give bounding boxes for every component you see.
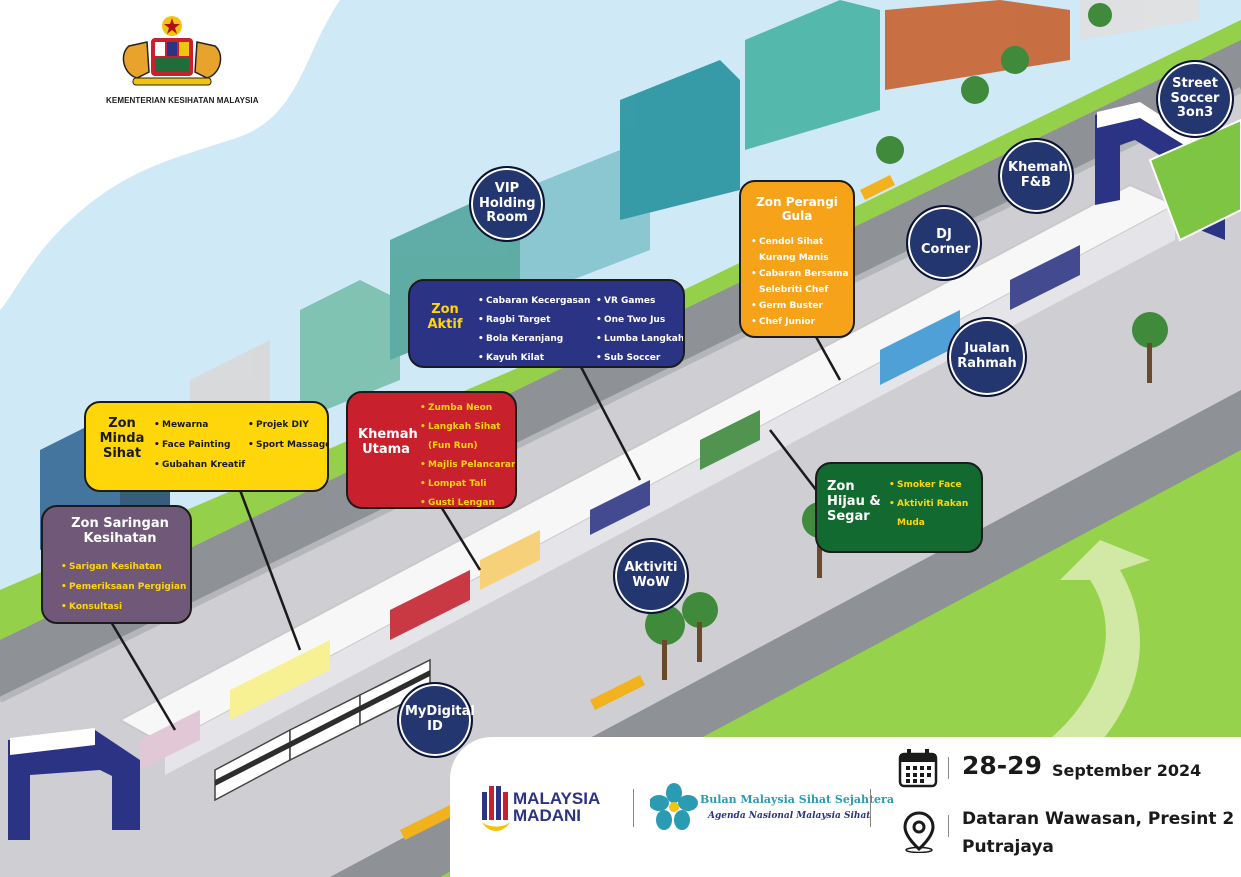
zon-saringan-item: Konsultasi: [61, 597, 186, 617]
vip-holding-room-label: VIP Holding Room: [479, 180, 536, 226]
aktiviti-wow-label: Aktiviti WoW: [624, 560, 678, 590]
zon-minda-sihat-item: Sport Massage: [248, 435, 327, 455]
zon-aktif-list-left: Cabaran Kecergasan Ragbi Target Bola Ker…: [478, 292, 590, 366]
venue-line-1: Dataran Wawasan, Presint 2: [962, 809, 1235, 829]
malaysia-madani-logo: [482, 786, 510, 831]
zon-aktif-item: Kayuh Kilat: [478, 349, 590, 366]
vip-holding-room-bubble: VIP Holding Room: [469, 166, 545, 242]
venue-divider: [948, 815, 949, 837]
khemah-fnb-label: Khemah F&B: [1008, 160, 1068, 190]
zon-saringan-title: Zon Saringan Kesihatan: [71, 516, 169, 546]
zon-aktif-callout: Zon Aktif Cabaran Kecergasan Ragbi Targe…: [408, 279, 685, 368]
event-date-days: 28-29: [962, 751, 1042, 780]
zon-perangi-gula-item: Germ Buster: [751, 298, 853, 314]
dj-corner-label: DJ Corner: [921, 227, 971, 257]
khemah-utama-item: Majlis Pelancaran: [420, 456, 515, 475]
footer-divider: [633, 789, 634, 827]
entrance-arch-right: [1095, 102, 1225, 240]
location-pin-icon: [903, 811, 935, 853]
bulan-title: Bulan Malaysia Sihat Sejahtera: [700, 793, 894, 806]
zon-aktif-item: Lumba Langkah: [596, 330, 683, 349]
venue-line-2: Putrajaya: [962, 837, 1054, 857]
calendar-icon: [898, 749, 938, 788]
zon-saringan-callout: Zon Saringan Kesihatan Sarigan Kesihatan…: [41, 505, 192, 624]
street-soccer-label: Street Soccer 3on3: [1170, 75, 1220, 121]
khemah-utama-list: Zumba Neon Langkah Sihat (Fun Run) Majli…: [420, 399, 515, 507]
benches: [400, 175, 895, 840]
footer-panel: MALAYSIA MADANI Bulan Malaysia Sihat Sej…: [450, 737, 1241, 877]
zon-aktif-list-right: VR Games One Two Jus Lumba Langkah Sub S…: [596, 292, 683, 366]
date-divider: [948, 757, 949, 779]
zon-hijau-segar-list: Smoker Face Aktiviti Rakan Muda: [889, 476, 977, 533]
khemah-utama-callout: Khemah Utama Zumba Neon Langkah Sihat (F…: [346, 391, 517, 509]
zon-minda-sihat-title: Zon Minda Sihat: [99, 416, 145, 461]
jualan-rahmah-bubble: Jualan Rahmah: [947, 317, 1027, 397]
footer-divider: [870, 789, 871, 827]
khemah-utama-item: Gusti Lengan: [420, 494, 515, 507]
zon-aktif-item: Bola Keranjang: [478, 330, 590, 349]
zon-minda-sihat-item: Face Painting: [154, 435, 245, 455]
bulan-subtitle: Agenda Nasional Malaysia Sihat: [708, 811, 871, 821]
zon-hijau-segar-item: Smoker Face: [889, 476, 977, 495]
zon-minda-sihat-item: Projek DIY: [248, 415, 327, 435]
zon-aktif-item: Ragbi Target: [478, 311, 590, 330]
zon-perangi-gula-list: Cendol Sihat Kurang Manis Cabaran Bersam…: [751, 234, 853, 330]
malaysia-madani-text: MALAYSIA MADANI: [513, 789, 600, 825]
ministry-logo: [115, 12, 230, 94]
zon-hijau-segar-item: Aktiviti Rakan Muda: [889, 495, 977, 533]
zon-minda-sihat-list-right: Projek DIY Sport Massage: [248, 415, 327, 455]
mydigital-id-label: MyDigital ID: [405, 704, 475, 734]
khemah-fnb-bubble: Khemah F&B: [998, 138, 1074, 214]
street-soccer-bubble: Street Soccer 3on3: [1156, 60, 1234, 138]
zon-aktif-item: VR Games: [596, 292, 683, 311]
zon-aktif-item: One Two Jus: [596, 311, 683, 330]
zon-hijau-segar-title: Zon Hijau & Segar: [827, 479, 881, 524]
zon-perangi-gula-item: Cendol Sihat Kurang Manis: [751, 234, 844, 266]
aktiviti-wow-bubble: Aktiviti WoW: [613, 538, 689, 614]
zon-minda-sihat-callout: Zon Minda Sihat Mewarna Face Painting Gu…: [84, 401, 329, 492]
zon-perangi-gula-title: Zon Perangi Gula: [756, 195, 838, 223]
zon-aktif-item: Sub Soccer: [596, 349, 683, 366]
zon-aktif-title: Zon Aktif: [427, 302, 463, 332]
zon-perangi-gula-callout: Zon Perangi Gula Cendol Sihat Kurang Man…: [739, 180, 855, 338]
jualan-rahmah-label: Jualan Rahmah: [957, 341, 1017, 371]
khemah-utama-item: Langkah Sihat (Fun Run): [420, 418, 508, 456]
tent-row: [117, 183, 1178, 775]
zon-perangi-gula-item: Cabaran Bersama Selebriti Chef: [751, 266, 853, 298]
coat-of-arms: [122, 16, 222, 86]
white-cloud: [0, 0, 340, 310]
zon-aktif-item: Cabaran Kecergasan: [478, 292, 590, 311]
zon-minda-sihat-list-left: Mewarna Face Painting Gubahan Kreatif: [154, 415, 245, 475]
pointer-lines: [108, 334, 842, 731]
ministry-name: KEMENTERIAN KESIHATAN MALAYSIA: [106, 96, 259, 105]
zon-saringan-item: Pemeriksaan Pergigian: [61, 577, 186, 597]
hibiscus-logo: [650, 783, 698, 830]
zon-saringan-item: Sarigan Kesihatan: [61, 557, 186, 577]
khemah-utama-item: Zumba Neon: [420, 399, 515, 418]
event-date-month: September 2024: [1052, 761, 1202, 780]
zon-minda-sihat-item: Gubahan Kreatif: [154, 455, 245, 475]
zon-saringan-list: Sarigan Kesihatan Pemeriksaan Pergigian …: [61, 557, 186, 617]
zon-minda-sihat-item: Mewarna: [154, 415, 245, 435]
dj-corner-bubble: DJ Corner: [906, 205, 982, 281]
khemah-utama-item: Lompat Tali: [420, 475, 515, 494]
trees: [645, 3, 1168, 680]
curved-path: [1020, 540, 1150, 780]
zon-hijau-segar-callout: Zon Hijau & Segar Smoker Face Aktiviti R…: [815, 462, 983, 553]
mydigital-id-bubble: MyDigital ID: [397, 682, 475, 758]
entrance-arch-left: [8, 728, 140, 840]
zon-perangi-gula-item: Chef Junior: [751, 314, 853, 330]
khemah-utama-title: Khemah Utama: [358, 427, 418, 457]
